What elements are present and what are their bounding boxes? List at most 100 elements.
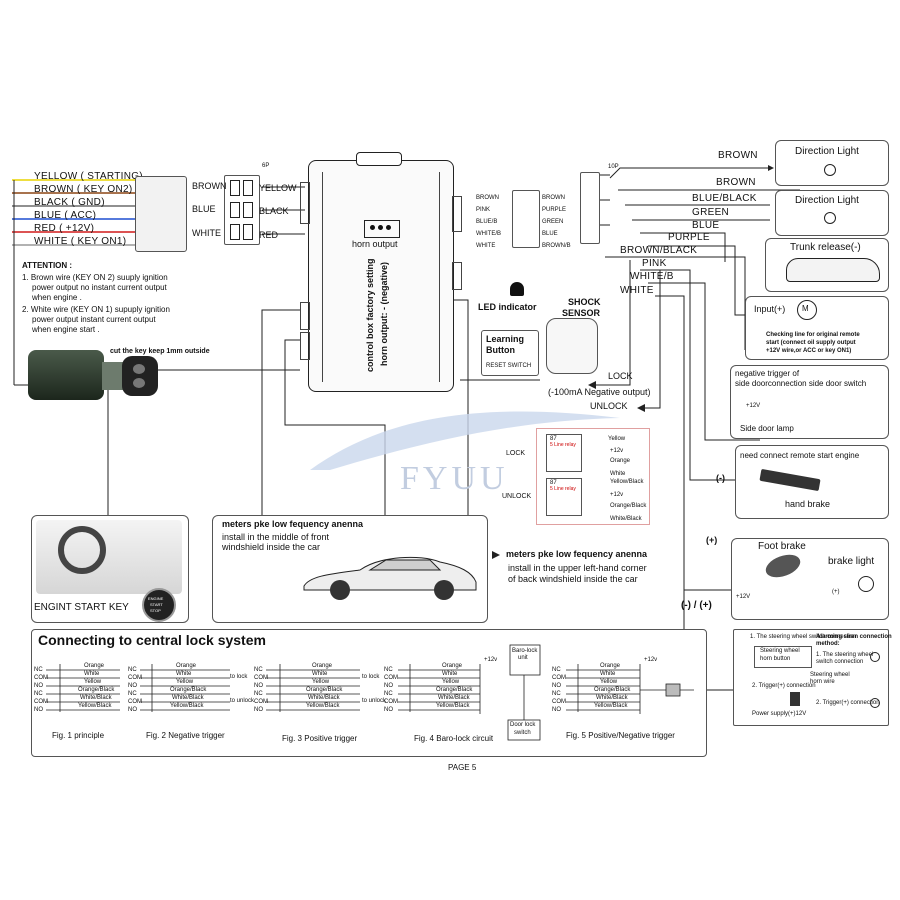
led-icon bbox=[510, 282, 524, 296]
steering-switch-label: Steering wheel bbox=[760, 648, 800, 654]
brake-title: need connect remote start engine bbox=[740, 451, 860, 460]
control-box bbox=[300, 152, 462, 398]
wire-label: Orange bbox=[442, 663, 463, 669]
attention-line: when engine . bbox=[32, 293, 82, 302]
start-button-icon bbox=[142, 588, 176, 622]
start-button-text: START bbox=[150, 602, 163, 607]
pin-label: NO bbox=[254, 707, 263, 713]
rear-antenna-title: meters pke low fequency anenna bbox=[506, 549, 648, 559]
radio-option-icon[interactable] bbox=[870, 698, 880, 708]
wire-label: White/Black bbox=[438, 695, 470, 701]
harness-wire-label: RED ( +12V) bbox=[34, 223, 95, 234]
central-lock-title: Connecting to central lock system bbox=[38, 632, 266, 648]
connector-pin-label: BROWN bbox=[192, 181, 227, 191]
siren-title: method: bbox=[816, 641, 840, 647]
wire-label: Orange/Black bbox=[170, 687, 207, 693]
ignition-connector bbox=[135, 176, 187, 252]
watermark: FYUU bbox=[400, 460, 509, 497]
relay-pin: Orange/Black bbox=[610, 503, 647, 509]
connector-pin-label: BROWN/B bbox=[542, 243, 571, 249]
relay-coil: 87 bbox=[550, 480, 557, 486]
shock-sensor-label: SENSOR bbox=[562, 308, 601, 318]
door-switch-label: Door lock bbox=[510, 722, 536, 728]
shock-sensor-label: SHOCK bbox=[568, 297, 601, 307]
motor-label: M bbox=[802, 304, 809, 313]
output-wire-label: BLUE bbox=[692, 220, 720, 231]
wire-label: Yellow bbox=[442, 679, 460, 685]
input-note: +12V wire,or ACC or key ON1) bbox=[766, 348, 852, 354]
connector-pin-label: WHITE/B bbox=[476, 231, 501, 237]
connector-tag: 10P bbox=[608, 164, 619, 170]
siren-option: 1. The steering wheel bbox=[816, 652, 874, 658]
neg-label: (-) bbox=[716, 473, 725, 483]
speaker-icon bbox=[790, 692, 800, 706]
relay-pin: White bbox=[610, 471, 626, 477]
connector-pin-label: BLACK bbox=[259, 206, 289, 216]
negpos-label: (-) / (+) bbox=[681, 600, 712, 611]
wire-label: Yellow bbox=[312, 679, 330, 685]
pin-label: COM bbox=[128, 675, 142, 681]
attention-line: power output no instant current output bbox=[32, 283, 167, 292]
door-lamp-label: Side door lamp bbox=[740, 424, 794, 433]
start-button-text: ENGINE bbox=[148, 596, 164, 601]
connector-pin-label: PURPLE bbox=[542, 207, 567, 213]
pin-label: COM bbox=[384, 699, 398, 705]
connector-pin-label: WHITE bbox=[192, 228, 221, 238]
led-indicator-label: LED indicator bbox=[478, 302, 537, 312]
pin-label: NC bbox=[34, 691, 43, 697]
pin-label: NO bbox=[128, 707, 137, 713]
hand-brake-label: hand brake bbox=[785, 499, 831, 509]
wire-label: White bbox=[176, 671, 192, 677]
learning-button-box[interactable] bbox=[481, 330, 539, 376]
wire-label: White bbox=[312, 671, 328, 677]
fig-caption: Fig. 3 Positive trigger bbox=[282, 734, 358, 743]
attention-line: 1. Brown wire (KEY ON 2) suuply ignition bbox=[22, 273, 168, 282]
central-lock-panel bbox=[31, 629, 707, 757]
siren-title: Alarming siren connection bbox=[816, 634, 892, 640]
pin-label: COM bbox=[254, 699, 268, 705]
radio-option-icon[interactable] bbox=[870, 652, 880, 662]
siren-item-title: 2. Trigger(+) connection bbox=[752, 683, 816, 689]
wire-label: Yellow/Black bbox=[170, 703, 204, 709]
pin-label: NO bbox=[552, 707, 561, 713]
page-number: PAGE 5 bbox=[448, 763, 477, 772]
pin-label: COM bbox=[34, 675, 48, 681]
trunk-release-label: Trunk release(-) bbox=[790, 242, 861, 253]
pin-label: NO bbox=[552, 683, 561, 689]
wire-label: White/Black bbox=[596, 695, 628, 701]
harness-wire-label: WHITE ( KEY ON1) bbox=[34, 236, 127, 247]
baro-unit-label: Baro-lock bbox=[512, 648, 538, 654]
connector-pin-label: BLUE/B bbox=[476, 219, 498, 225]
door-switch-panel bbox=[730, 365, 889, 439]
pin-label: COM bbox=[552, 675, 566, 681]
plus12-label: +12v bbox=[644, 657, 658, 663]
connector-pin-label: BROWN bbox=[476, 195, 499, 201]
output-wire-label: PINK bbox=[642, 258, 667, 269]
wire-label: Yellow/Black bbox=[594, 703, 628, 709]
harness-wire-label: YELLOW ( STARTING) bbox=[34, 171, 143, 182]
wire-label: White/Black bbox=[80, 695, 112, 701]
fig-caption: Fig. 1 principle bbox=[52, 731, 105, 740]
connector-tag: 6P bbox=[262, 163, 270, 169]
motor-icon bbox=[797, 300, 817, 320]
bulb-icon bbox=[824, 164, 836, 176]
rear-antenna-desc: install in the upper left-hand corner bbox=[508, 563, 647, 573]
to-unlock-label: to unlock bbox=[230, 698, 255, 704]
output-wire-label: GREEN bbox=[692, 207, 730, 218]
output-wire-label: WHITE bbox=[620, 285, 654, 296]
siren-connection-panel bbox=[733, 629, 889, 726]
pin-label: NC bbox=[384, 691, 393, 697]
wire-label: Yellow bbox=[600, 679, 618, 685]
output-wire-label: BLUE/BLACK bbox=[692, 193, 757, 204]
wire-label: Orange bbox=[84, 663, 105, 669]
output-wire-label: WHITE/B bbox=[630, 271, 674, 282]
horn-output-label: horn output bbox=[352, 239, 398, 249]
engine-key-label: ENGINT START KEY bbox=[34, 602, 129, 613]
unlock-label: UNLOCK bbox=[590, 401, 628, 411]
connector-pin-label: WHITE bbox=[476, 243, 496, 249]
baro-unit-label: unit bbox=[518, 655, 528, 661]
pin-label: COM bbox=[128, 699, 142, 705]
siren-power: Power supply(+)12V bbox=[752, 711, 807, 717]
pin-label: NC bbox=[552, 667, 561, 673]
